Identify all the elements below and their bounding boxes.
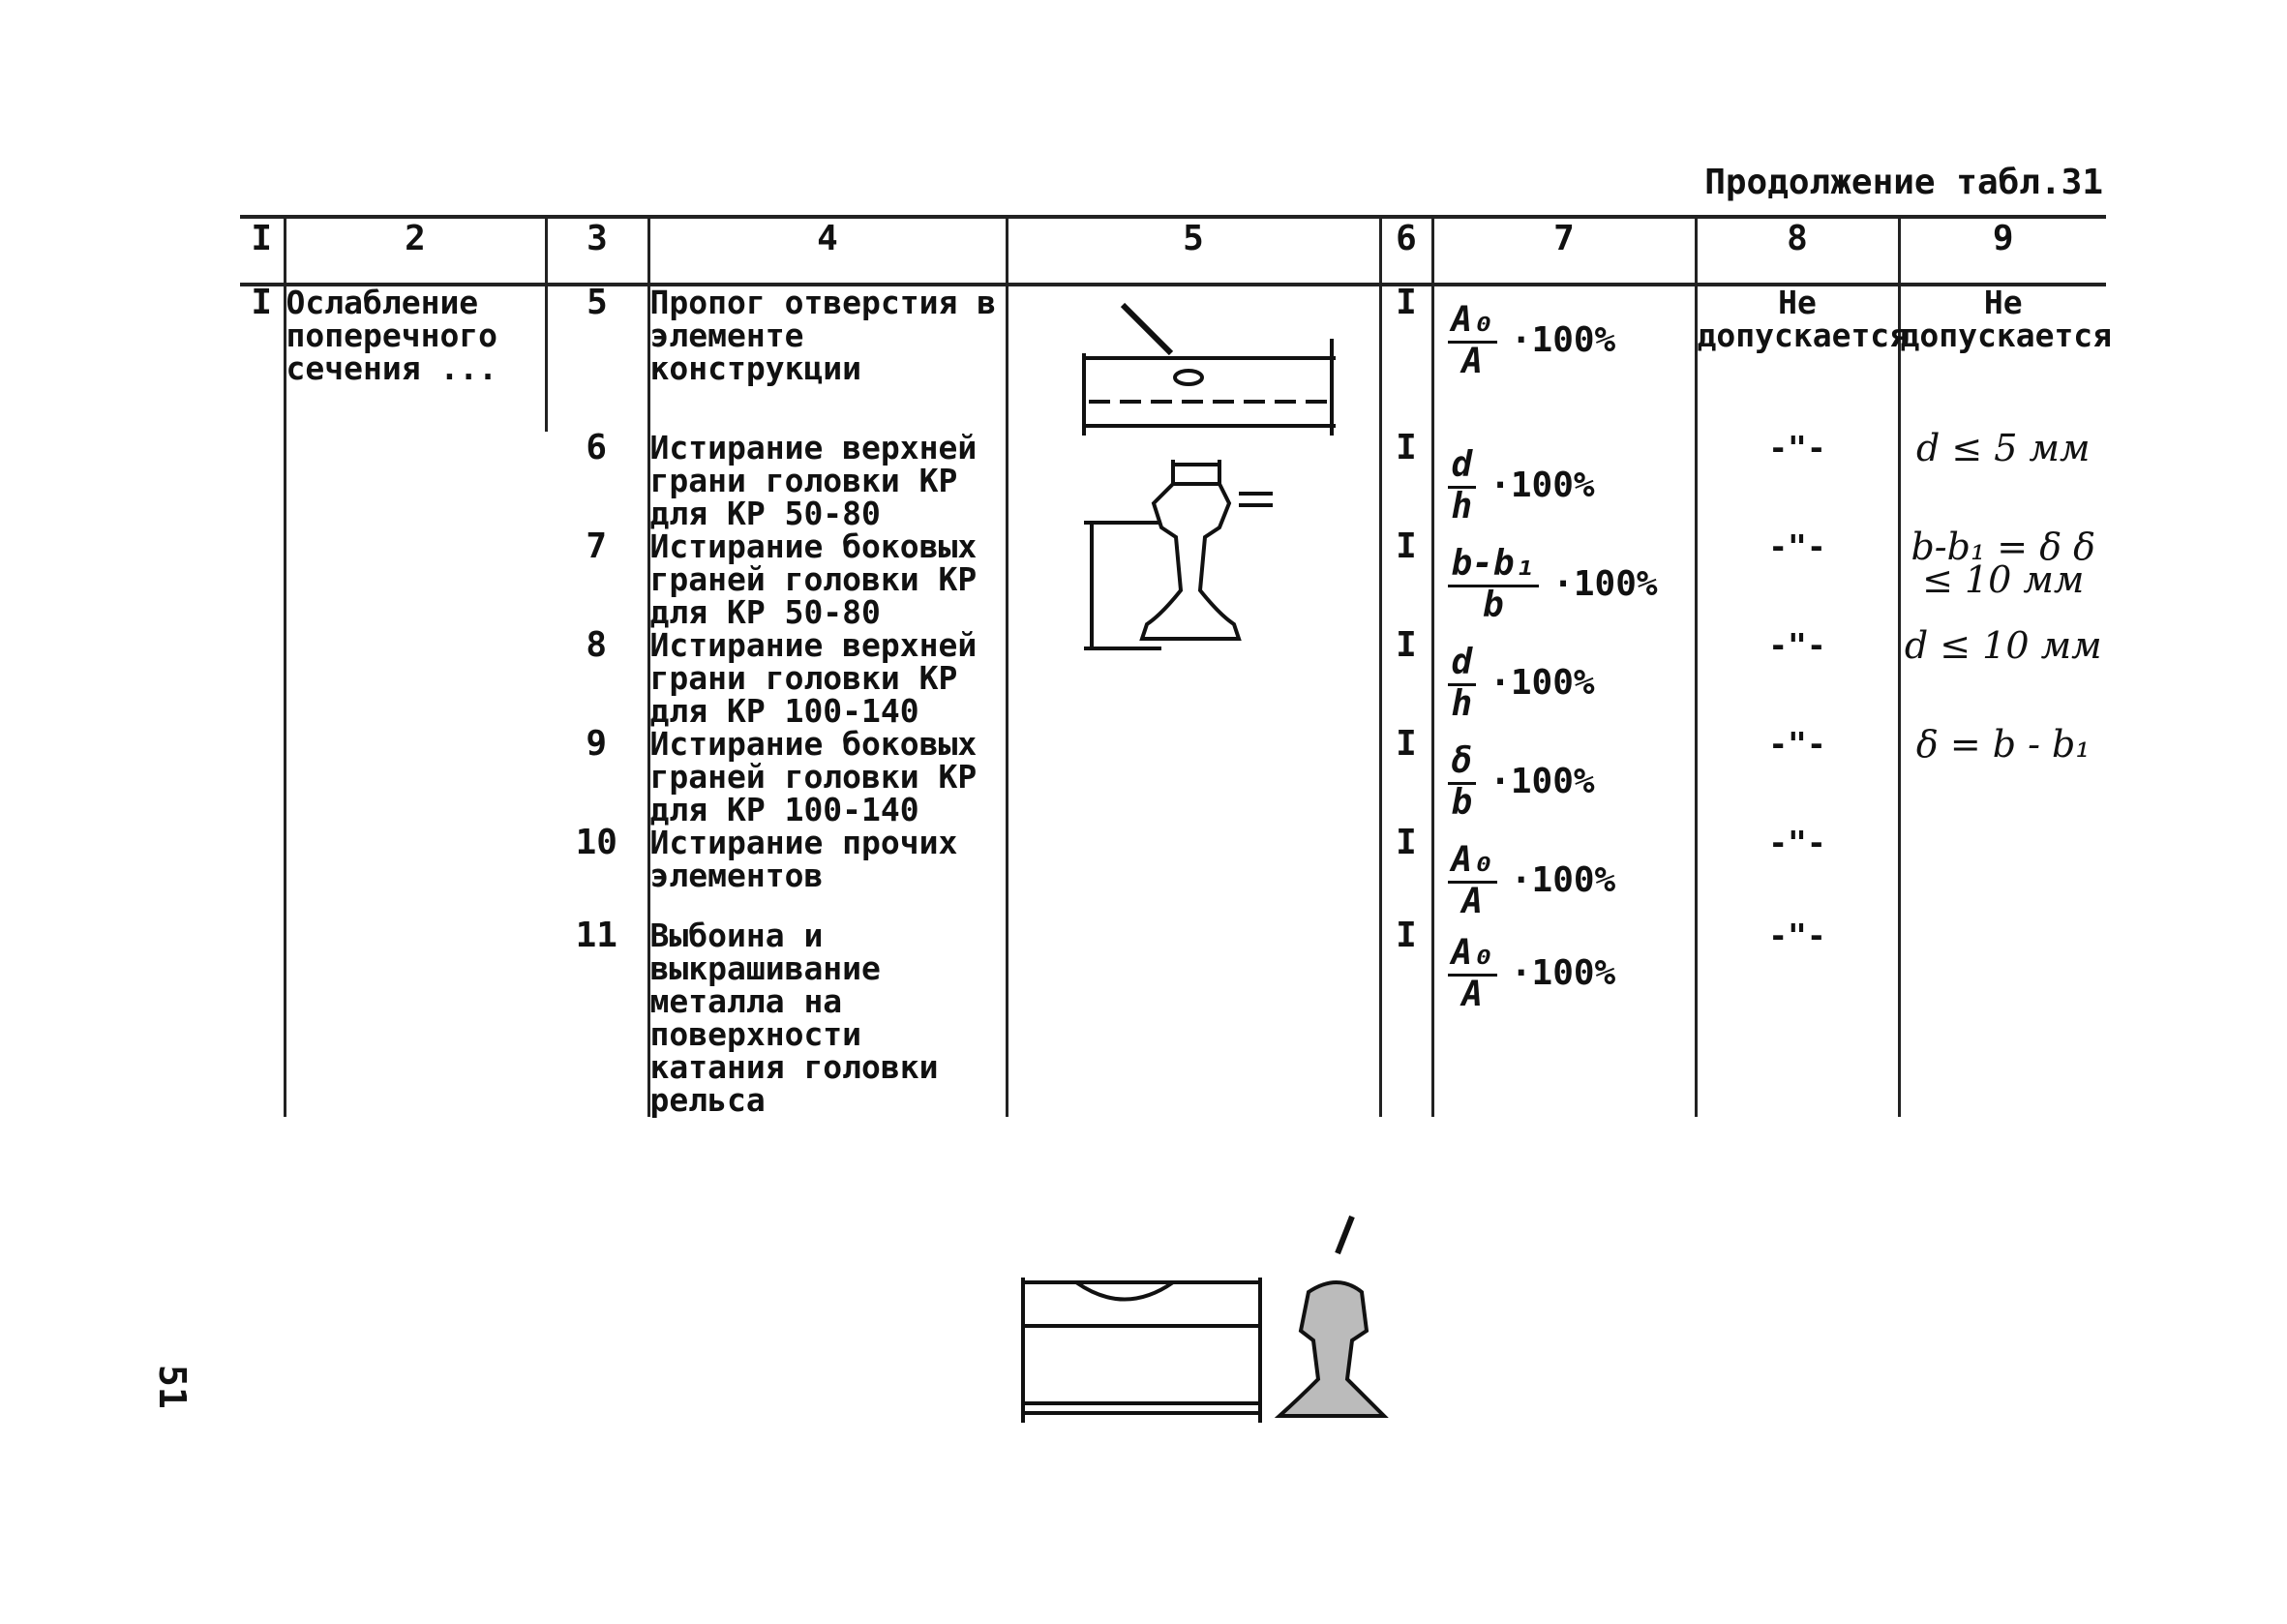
formula-numerator: A₀ bbox=[1447, 935, 1497, 977]
col-header-3: 3 bbox=[544, 215, 648, 286]
formula-percent: ·100% bbox=[1490, 466, 1595, 505]
group-number: I bbox=[251, 283, 273, 322]
rail-pit-sketch-icon bbox=[1021, 1215, 1389, 1423]
row-description: Истирание прочих элементов bbox=[647, 827, 1007, 919]
row-number: 5 bbox=[544, 285, 648, 432]
formula-percent: ·100% bbox=[1510, 953, 1616, 993]
col-header-5: 5 bbox=[1005, 215, 1380, 286]
col-header-8: 8 bbox=[1694, 215, 1899, 286]
header-row: I 2 3 4 5 6 7 8 9 bbox=[240, 215, 2106, 286]
row-number: 7 bbox=[586, 526, 608, 566]
col-header-9: 9 bbox=[1897, 215, 2106, 286]
row-col8: -"- bbox=[1694, 728, 1899, 827]
formula-percent: ·100% bbox=[1510, 860, 1616, 900]
formula-percent: ·100% bbox=[1552, 564, 1658, 604]
row-description: Истирание боковых граней головки КР для … bbox=[647, 728, 1007, 827]
col-header-2: 2 bbox=[283, 215, 546, 286]
rail-wear-sketch-icon bbox=[1084, 460, 1273, 650]
col-header-1: I bbox=[240, 215, 285, 286]
formula-numerator: b-b₁ bbox=[1447, 546, 1540, 587]
row-col8: -"- bbox=[1694, 827, 1899, 919]
row-col9: Не допускается bbox=[1897, 285, 2112, 432]
table-row: 7 Истирание боковых граней головки КР дл… bbox=[240, 526, 2106, 629]
table-caption: Продолжение табл.31 bbox=[1704, 163, 2103, 202]
row-number: 9 bbox=[586, 724, 608, 764]
row-category: I bbox=[1378, 918, 1432, 1117]
row-col8: -"- bbox=[1694, 530, 1899, 629]
defects-table: I 2 3 4 5 6 7 8 9 I Ослабление поперечно… bbox=[240, 215, 2112, 1117]
row-category: I bbox=[1378, 826, 1432, 919]
formula-denominator: h bbox=[1451, 683, 1473, 724]
formula-denominator: A bbox=[1461, 974, 1484, 1014]
row-category: I bbox=[1378, 529, 1432, 629]
row-number: 10 bbox=[575, 823, 617, 862]
formula-numerator: d bbox=[1447, 447, 1477, 489]
row-number: 6 bbox=[586, 428, 608, 467]
row-col9: d ≤ 5 мм bbox=[1897, 430, 2106, 530]
table-row: I Ослабление поперечного сечения ... 5 П… bbox=[240, 285, 2112, 1117]
col-header-4: 4 bbox=[647, 215, 1007, 286]
formula-numerator: A₀ bbox=[1447, 842, 1497, 884]
row-col8: -"- bbox=[1694, 432, 1899, 530]
row-col9 bbox=[1897, 919, 2106, 1117]
page-number: 51 bbox=[151, 1365, 194, 1409]
row-description: Выбоина и выкрашивание металла на поверх… bbox=[647, 919, 1007, 1117]
formula-denominator: b bbox=[1451, 782, 1473, 823]
sketch-cell bbox=[1005, 919, 1380, 1117]
formula-percent: ·100% bbox=[1510, 320, 1616, 360]
formula-numerator: δ bbox=[1447, 743, 1477, 785]
row-col9: d ≤ 10 мм bbox=[1897, 627, 2106, 728]
row-col8: -"- bbox=[1694, 629, 1899, 728]
col-header-7: 7 bbox=[1430, 215, 1696, 286]
row-number: 8 bbox=[586, 625, 608, 665]
row-description: Истирание боковых граней головки КР для … bbox=[647, 530, 1007, 629]
row-category: I bbox=[1378, 727, 1432, 827]
table-row: 11 Выбоина и выкрашивание металла на пов… bbox=[240, 916, 2106, 1117]
row-col8: Не допускается bbox=[1694, 285, 1909, 432]
formula-denominator: b bbox=[1483, 585, 1504, 625]
formula-denominator: A bbox=[1461, 881, 1484, 921]
row-number: 11 bbox=[575, 916, 617, 955]
formula-numerator: d bbox=[1447, 645, 1477, 686]
formula-percent: ·100% bbox=[1490, 663, 1595, 703]
row-category: I bbox=[1378, 285, 1432, 432]
formula-percent: ·100% bbox=[1490, 762, 1595, 801]
row-description: Истирание верхней грани головки КР для К… bbox=[647, 629, 1007, 728]
row-description: Истирание верхней грани головки КР для К… bbox=[647, 432, 1007, 530]
formula-numerator: A₀ bbox=[1447, 302, 1497, 344]
row-col9: δ = b - b₁ bbox=[1897, 726, 2106, 827]
row-category: I bbox=[1378, 431, 1432, 530]
table-row: 9 Истирание боковых граней головки КР дл… bbox=[240, 724, 2106, 827]
table-row: 6 Истирание верхней грани головки КР для… bbox=[240, 428, 2106, 530]
formula-denominator: A bbox=[1461, 341, 1484, 381]
col-header-6: 6 bbox=[1378, 215, 1432, 286]
formula-denominator: h bbox=[1451, 486, 1473, 526]
row-col9 bbox=[1897, 827, 2106, 919]
hole-sketch-icon bbox=[1082, 302, 1336, 436]
row-category: I bbox=[1378, 628, 1432, 728]
sketch-cell bbox=[1005, 285, 1380, 919]
group-title: Ослабление поперечного сечения ... bbox=[283, 285, 546, 1117]
row-col9: b-b₁ = δ δ ≤ 10 мм bbox=[1897, 528, 2106, 629]
table-row: 8 Истирание верхней грани головки КР для… bbox=[240, 625, 2106, 728]
row-col8: -"- bbox=[1694, 919, 1899, 1117]
row-description: Пропог отверстия в элементе конструкции bbox=[647, 285, 1007, 432]
